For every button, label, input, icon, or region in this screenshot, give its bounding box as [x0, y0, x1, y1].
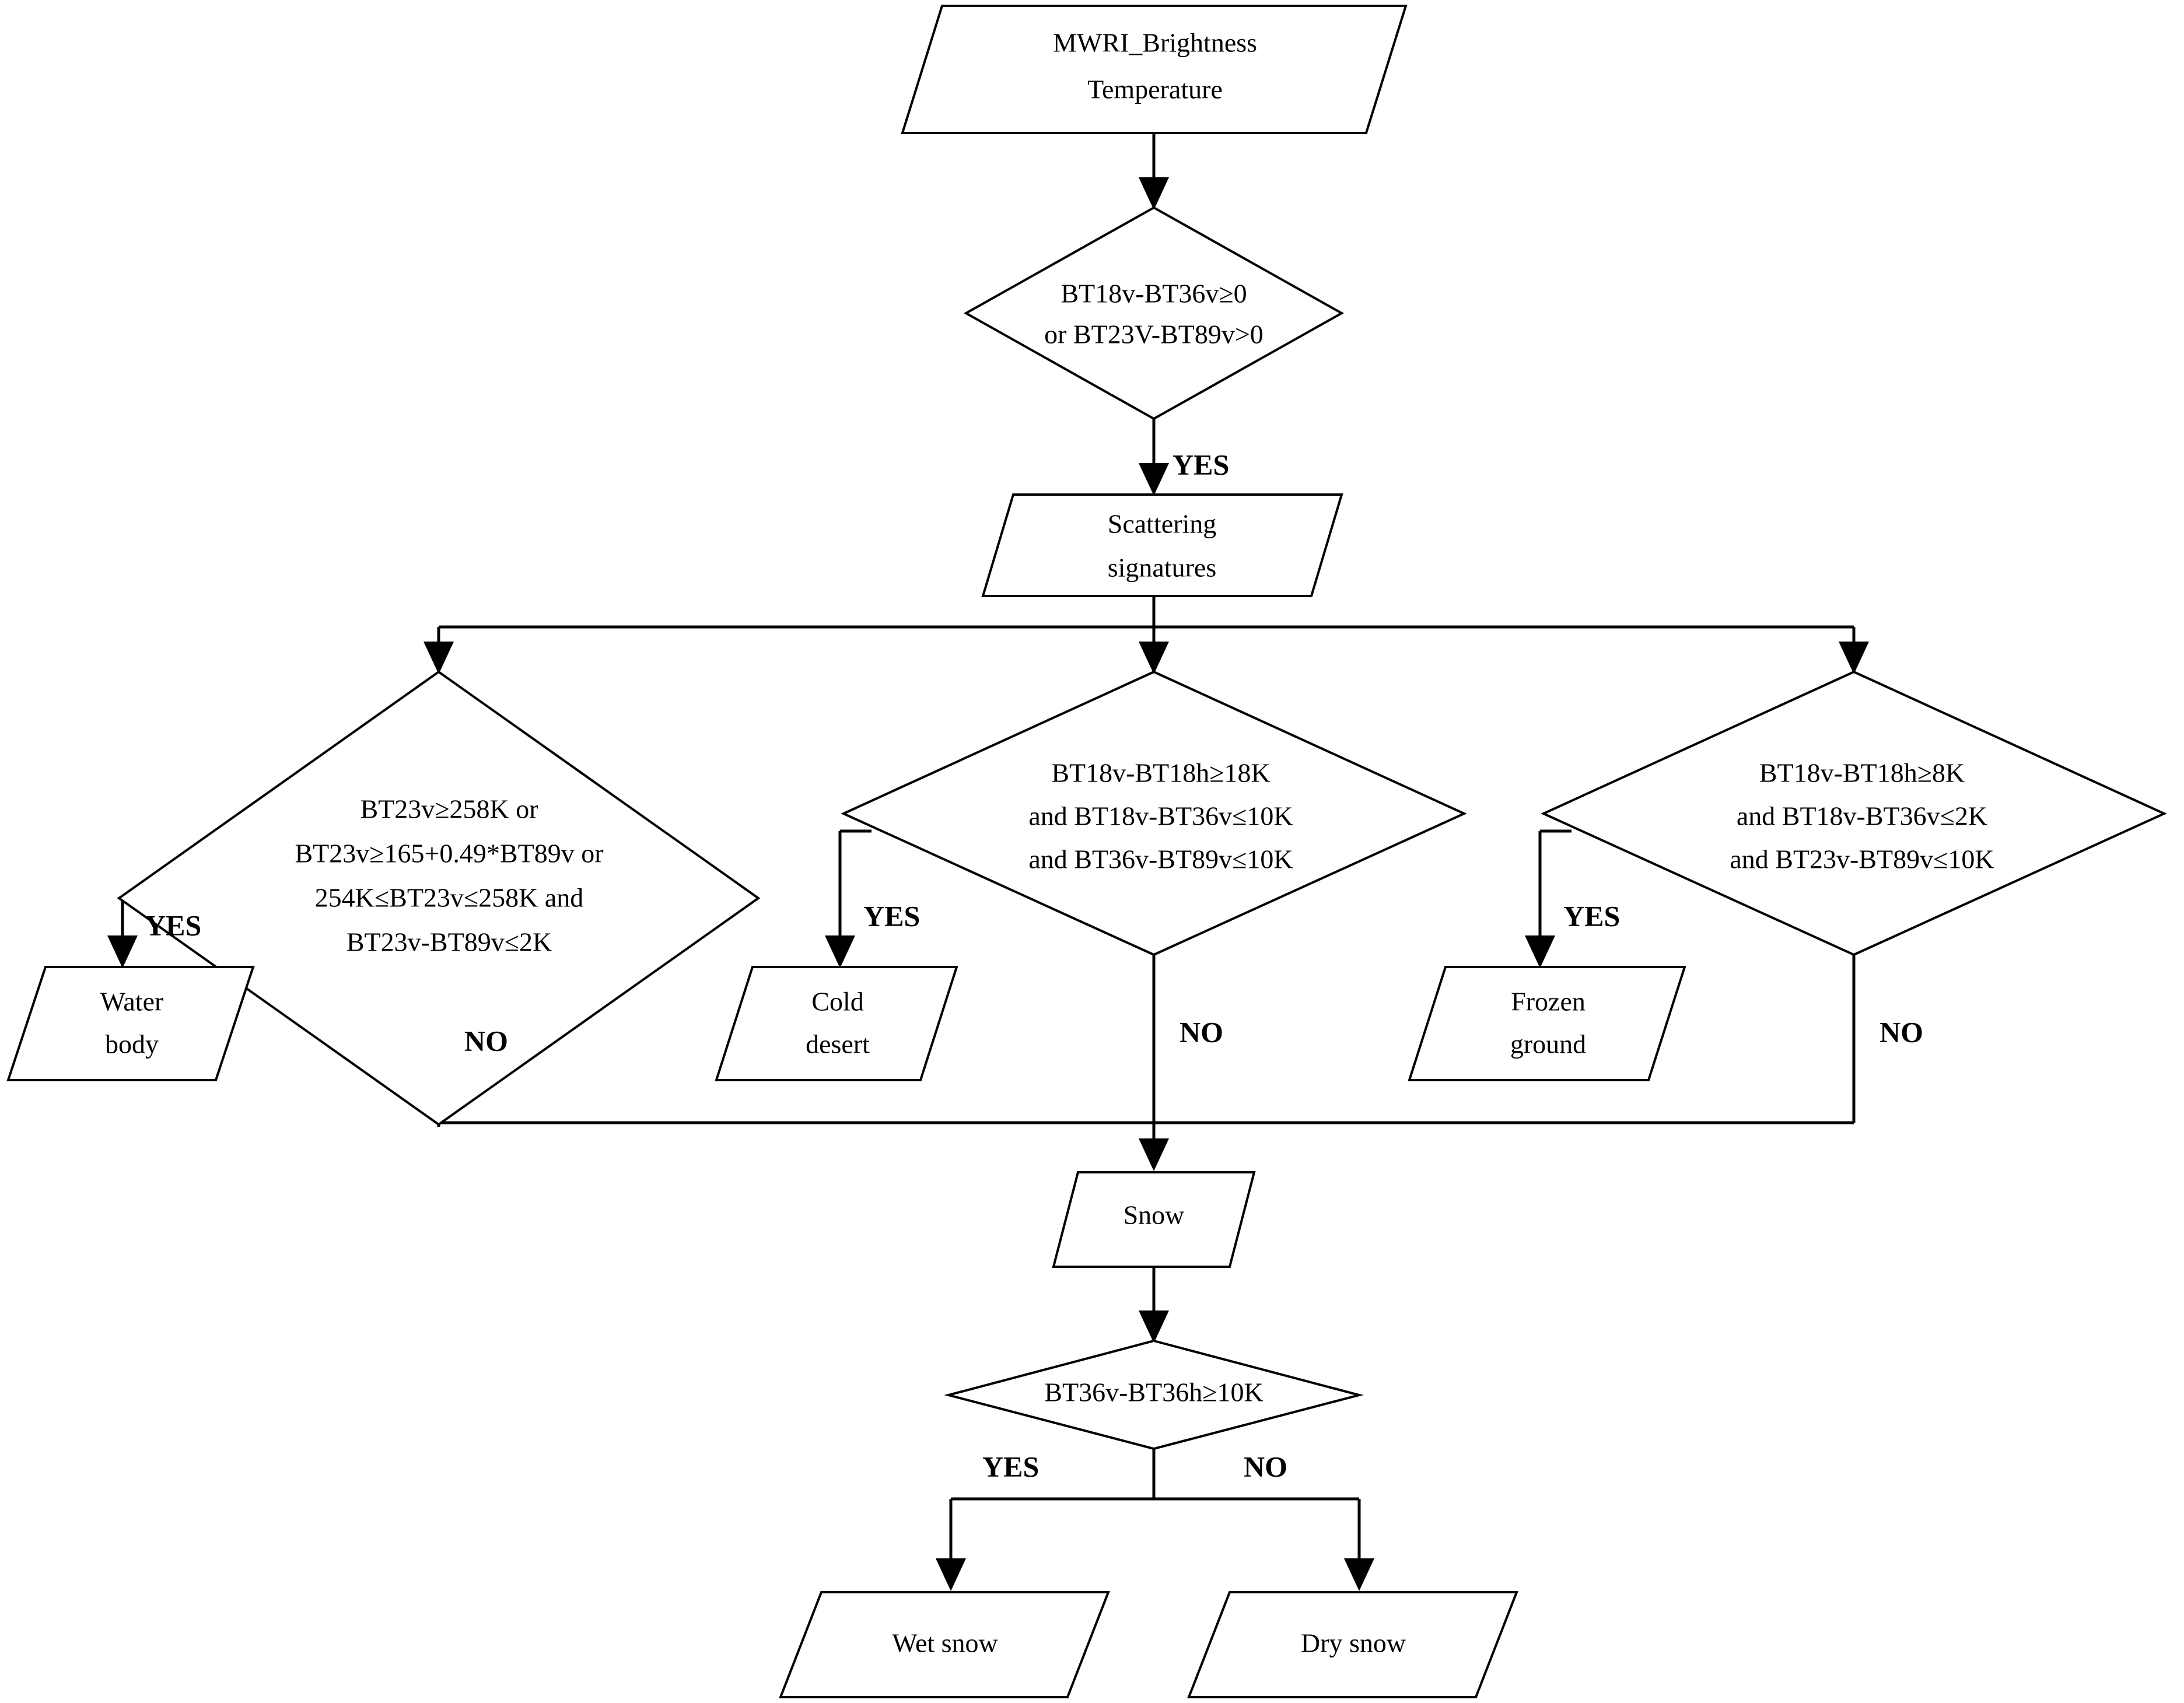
node-decision-water-shape	[117, 670, 761, 1126]
node-decision-frozen-line3: and BT23v-BT89v≤10K	[1730, 845, 1994, 874]
node-decision-water-line4: BT23v-BT89v≤2K	[346, 927, 552, 957]
node-scattering-shape	[981, 493, 1343, 597]
node-decision-water-line3: 254K≤BT23v≤258K and	[315, 883, 584, 913]
node-input-line2: Temperature	[1087, 75, 1223, 104]
node-cold-desert-line1: Cold	[811, 987, 863, 1017]
node-water-body-line2: body	[105, 1029, 159, 1059]
node-scattering-line1: Scattering	[1108, 509, 1217, 539]
arrowhead-colddesert-yes	[825, 935, 855, 968]
node-decision-scatter-line2: or BT23V-BT89v>0	[1044, 320, 1264, 349]
node-snow-shape	[1052, 1171, 1256, 1268]
node-decision-scatter-shape	[963, 206, 1345, 421]
label-frozen-no: NO	[1880, 1015, 1923, 1048]
label-wetdry-no: NO	[1244, 1450, 1287, 1483]
node-cold-desert-shape	[715, 966, 958, 1081]
node-wet-snow-shape	[779, 1591, 1110, 1698]
label-wetdry-yes: YES	[982, 1450, 1039, 1483]
node-frozen-ground-line1: Frozen	[1511, 987, 1586, 1017]
label-colddesert-no: NO	[1180, 1015, 1223, 1048]
arrowhead-wetdry-yes	[936, 1558, 966, 1591]
node-decision-colddesert-line2: and BT18v-BT36v≤10K	[1028, 801, 1293, 831]
node-input-line1: MWRI_Brightness	[1053, 28, 1257, 58]
label-water-yes: YES	[145, 909, 201, 941]
node-decision-frozen-shape	[1541, 670, 2167, 956]
label-water-no: NO	[464, 1024, 508, 1057]
arrowhead-scatter-decision-to-scattering	[1139, 463, 1169, 496]
arrowhead-snow-to-wetdry	[1139, 1310, 1169, 1343]
node-decision-frozen-line2: and BT18v-BT36v≤2K	[1737, 801, 1987, 831]
node-decision-colddesert-line3: and BT36v-BT89v≤10K	[1028, 845, 1293, 874]
node-decision-water-line2: BT23v≥165+0.49*BT89v or	[295, 839, 603, 868]
node-dry-snow-shape	[1187, 1591, 1518, 1698]
node-water-body-shape	[6, 966, 255, 1081]
node-decision-colddesert-line1: BT18v-BT18h≥18K	[1051, 758, 1270, 788]
node-decision-wetdry-shape	[944, 1339, 1364, 1450]
node-decision-frozen-line1: BT18v-BT18h≥8K	[1759, 758, 1965, 788]
label-scatter-yes: YES	[1172, 448, 1229, 481]
arrowhead-input-to-scatter-decision	[1139, 177, 1169, 210]
node-frozen-ground-line2: ground	[1510, 1029, 1586, 1059]
label-frozen-yes: YES	[1563, 899, 1620, 932]
node-scattering-line2: signatures	[1108, 553, 1217, 583]
node-decision-water-line1: BT23v≥258K or	[360, 794, 538, 824]
arrowhead-bus-to-snow	[1139, 1138, 1169, 1171]
node-decision-scatter-line1: BT18v-BT36v≥0	[1060, 279, 1247, 309]
node-dry-snow-line1: Dry snow	[1301, 1628, 1406, 1658]
node-decision-colddesert-shape	[841, 670, 1467, 956]
node-decision-wetdry-line1: BT36v-BT36h≥10K	[1044, 1378, 1263, 1407]
arrowhead-water-yes	[107, 935, 138, 968]
node-snow-line1: Snow	[1124, 1200, 1185, 1230]
node-input-shape	[901, 5, 1408, 134]
label-colddesert-yes: YES	[863, 899, 920, 932]
node-cold-desert-line2: desert	[806, 1029, 870, 1059]
arrowhead-bus-to-frozen-decision	[1839, 642, 1869, 674]
node-water-body-line1: Water	[100, 987, 164, 1017]
node-frozen-ground-shape	[1408, 966, 1686, 1081]
node-wet-snow-line1: Wet snow	[892, 1628, 998, 1658]
arrowhead-frozen-yes	[1525, 935, 1555, 968]
arrowhead-wetdry-no	[1344, 1558, 1374, 1591]
arrowhead-bus-to-water-decision	[424, 642, 454, 674]
arrowhead-bus-to-colddesert-decision	[1139, 642, 1169, 674]
